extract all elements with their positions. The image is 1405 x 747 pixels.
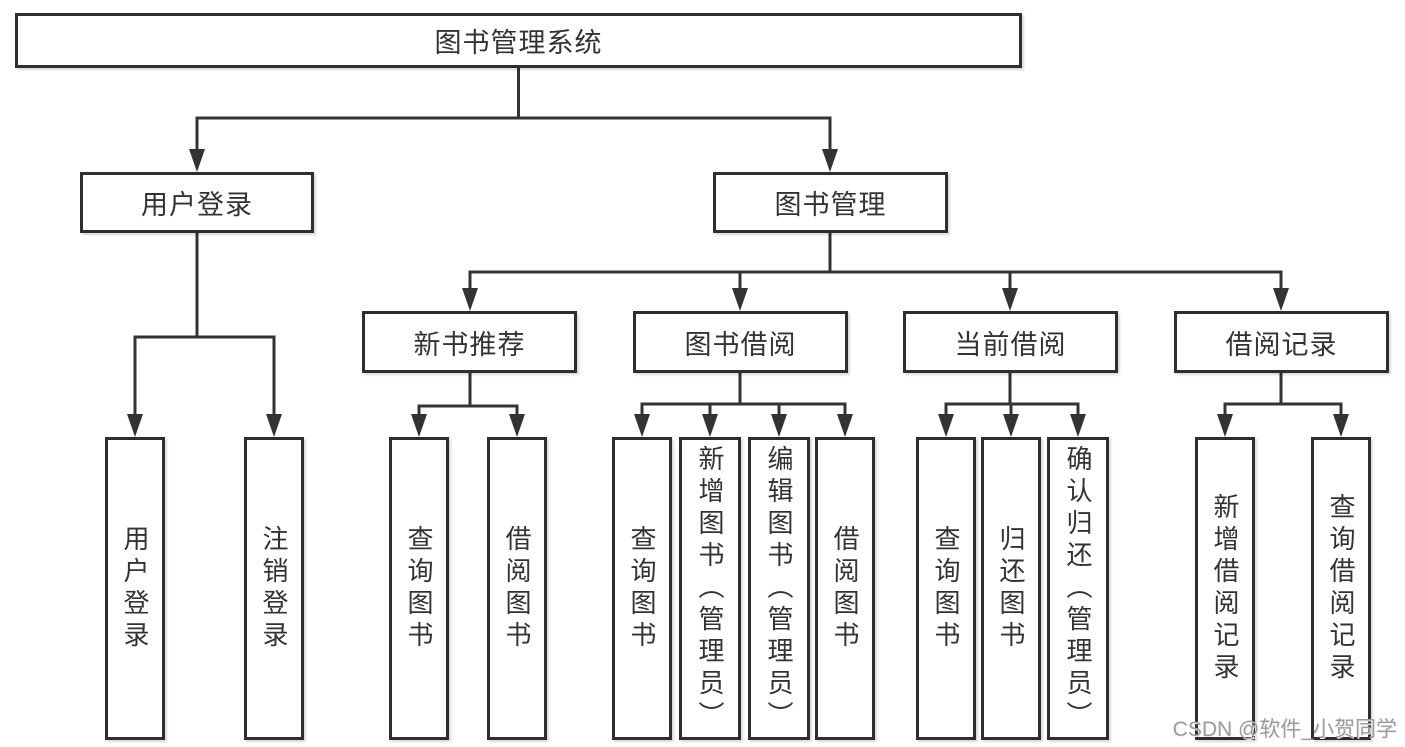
leaf-borrowing-edit-books-admin: 编辑图书（管理员）: [748, 437, 810, 740]
node-borrowing-records: 借阅记录: [1174, 311, 1389, 373]
leaf-logout: 注销登录: [244, 437, 304, 740]
leaf-recommend-query-books: 查询图书: [389, 437, 449, 740]
node-user-login-label: 用户登录: [141, 190, 253, 220]
leaf-recommend-borrow-books: 借阅图书: [487, 437, 547, 740]
leaf-current-confirm-return-admin: 确认归还（管理员）: [1047, 437, 1109, 740]
leaf-current-return-books-label: 归还图书: [996, 524, 1026, 653]
leaf-user-login-label: 用户登录: [120, 524, 150, 653]
leaf-borrowing-add-books-admin-label: 新增图书（管理员）: [695, 444, 725, 733]
leaf-current-query-books-label: 查询图书: [931, 524, 961, 653]
node-current-borrowing-label: 当前借阅: [954, 329, 1067, 360]
leaf-user-login: 用户登录: [105, 437, 165, 740]
leaf-borrowing-query-books: 查询图书: [612, 437, 672, 740]
node-new-book-recommendation: 新书推荐: [362, 311, 577, 373]
leaf-borrowing-add-books-admin: 新增图书（管理员）: [679, 437, 741, 740]
node-root: 图书管理系统: [15, 13, 1022, 68]
node-new-book-recommendation-label: 新书推荐: [413, 329, 526, 360]
node-book-borrowing-label: 图书借阅: [684, 329, 797, 360]
leaf-records-query-borrow-record-label: 查询借阅记录: [1326, 492, 1356, 685]
leaf-records-query-borrow-record: 查询借阅记录: [1311, 437, 1371, 740]
node-current-borrowing: 当前借阅: [903, 311, 1118, 373]
node-user-login: 用户登录: [80, 172, 314, 233]
leaf-records-add-borrow-record: 新增借阅记录: [1195, 437, 1255, 740]
leaf-current-confirm-return-admin-label: 确认归还（管理员）: [1063, 444, 1093, 733]
leaf-current-return-books: 归还图书: [981, 437, 1041, 740]
node-book-management-label: 图书管理: [774, 190, 887, 220]
leaf-borrowing-query-books-label: 查询图书: [627, 524, 657, 653]
watermark: CSDN @软件_小贺同学: [1172, 718, 1397, 741]
leaf-logout-label: 注销登录: [259, 524, 289, 653]
node-book-borrowing: 图书借阅: [633, 311, 848, 373]
leaf-recommend-borrow-books-label: 借阅图书: [502, 524, 532, 653]
leaf-recommend-query-books-label: 查询图书: [404, 524, 434, 653]
leaf-current-query-books: 查询图书: [916, 437, 976, 740]
node-borrowing-records-label: 借阅记录: [1225, 329, 1338, 360]
node-book-management: 图书管理: [713, 172, 948, 233]
leaf-borrowing-edit-books-admin-label: 编辑图书（管理员）: [764, 444, 794, 733]
leaf-records-add-borrow-record-label: 新增借阅记录: [1210, 492, 1240, 685]
node-root-label: 图书管理系统: [434, 28, 603, 58]
leaf-borrowing-borrow-books: 借阅图书: [815, 437, 875, 740]
leaf-borrowing-borrow-books-label: 借阅图书: [830, 524, 860, 653]
